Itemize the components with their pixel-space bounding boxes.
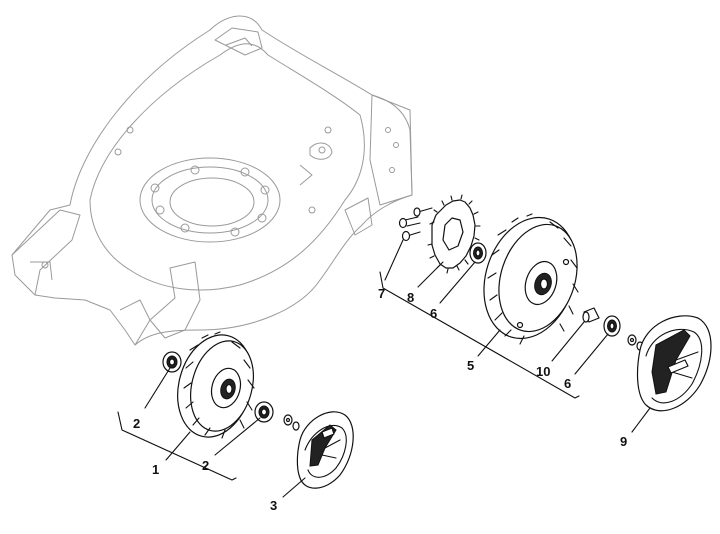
callout-9: 9 [620,434,627,449]
mower-deck [11,15,413,346]
bearing-2-lower [254,401,274,423]
right-wheel-washer [627,334,644,351]
callout-1: 1 [152,462,159,477]
bearing-2-upper [162,351,182,373]
callout-2-upper: 2 [133,416,140,431]
callout-10: 10 [536,364,550,379]
bearing-6-upper [469,242,487,264]
leader-lines [117,239,651,498]
callout-7: 7 [378,286,385,301]
bolts-7 [398,207,433,242]
callout-3: 3 [270,498,277,513]
callout-5: 5 [467,358,474,373]
sprocket-8 [427,194,481,274]
bearing-6-lower [603,315,621,337]
front-wheel-1 [177,331,255,439]
rear-wheel-5 [483,213,579,345]
callout-6-upper: 6 [430,306,437,321]
callout-labels: 2 1 2 3 7 8 6 5 10 6 9 [133,286,627,513]
left-wheel-washer [283,414,300,431]
callout-8: 8 [407,290,414,305]
hub-cap-9 [636,315,712,412]
spacer-10 [582,307,600,323]
hub-cap-3 [296,411,354,489]
callout-2-lower: 2 [202,458,209,473]
callout-6-lower: 6 [564,376,571,391]
